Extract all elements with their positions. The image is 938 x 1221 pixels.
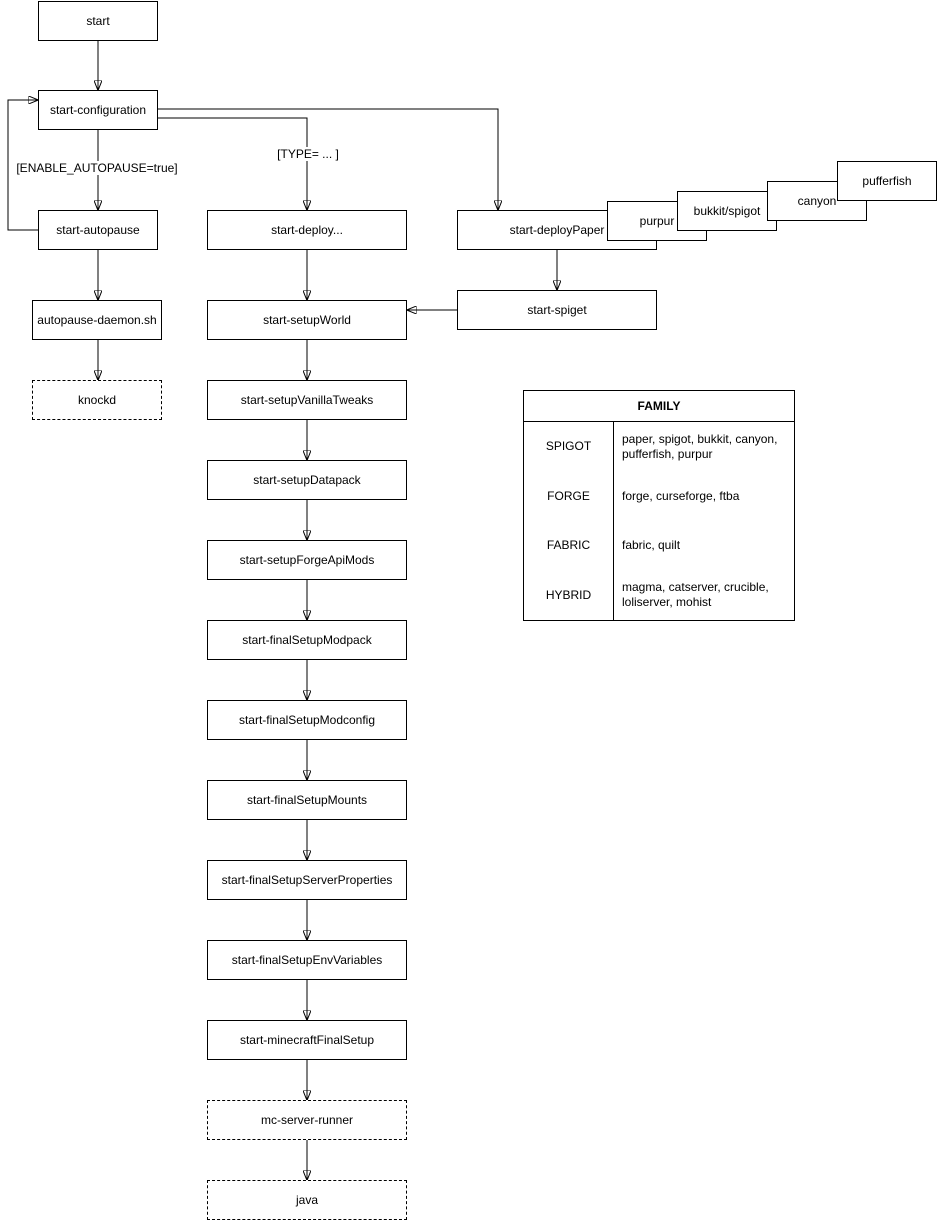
family-table: FAMILY SPIGOT FORGE FABRIC HYBRID paper,… [523, 390, 795, 621]
family-row-label: HYBRID [545, 587, 592, 602]
family-row-label: FORGE [547, 488, 590, 503]
family-row-members: paper, spigot, bukkit, canyon, pufferfis… [622, 431, 778, 461]
node-start-minecraftfinalsetup: start-minecraftFinalSetup [207, 1020, 407, 1060]
edge-configuration-to-deploy [158, 117, 307, 210]
node-start-finalsetupmodconfig: start-finalSetupModconfig [207, 700, 407, 740]
edge-label-enable-autopause: [ENABLE_AUTOPAUSE=true] [15, 161, 179, 175]
family-row-members: magma, catserver, crucible, loliserver, … [622, 580, 769, 610]
node-start-autopause: start-autopause [38, 210, 158, 250]
node-canyon: canyon [767, 181, 867, 221]
edge-label-type: [TYPE= ... ] [276, 147, 340, 161]
node-autopause-daemon-sh: autopause-daemon.sh [32, 300, 162, 340]
edge-configuration-to-deploypaper [158, 108, 498, 210]
node-start-setupworld: start-setupWorld [207, 300, 407, 340]
node-mc-server-runner: mc-server-runner [207, 1100, 407, 1140]
family-table-family-column: SPIGOT FORGE FABRIC HYBRID [524, 422, 614, 620]
node-start: start [38, 1, 158, 41]
node-start-finalsetupenvvariables: start-finalSetupEnvVariables [207, 940, 407, 980]
family-table-title: FAMILY [524, 391, 794, 422]
node-pufferfish: pufferfish [837, 161, 937, 201]
node-start-finalsetupmounts: start-finalSetupMounts [207, 780, 407, 820]
family-row-label: FABRIC [546, 538, 591, 553]
node-start-spiget: start-spiget [457, 290, 657, 330]
node-start-setupdatapack: start-setupDatapack [207, 460, 407, 500]
family-row-members: forge, curseforge, ftba [622, 488, 740, 503]
node-start-setupforgeapimods: start-setupForgeApiMods [207, 540, 407, 580]
family-table-members-column: paper, spigot, bukkit, canyon, pufferfis… [614, 422, 794, 620]
node-start-configuration: start-configuration [38, 90, 158, 130]
node-start-setupvanillatweaks: start-setupVanillaTweaks [207, 380, 407, 420]
node-knockd: knockd [32, 380, 162, 420]
node-start-finalsetupmodpack: start-finalSetupModpack [207, 620, 407, 660]
node-bukkit-spigot: bukkit/spigot [677, 191, 777, 231]
family-table-body: SPIGOT FORGE FABRIC HYBRID paper, spigot… [524, 422, 794, 620]
node-start-deploy: start-deploy... [207, 210, 407, 250]
node-java: java [207, 1180, 407, 1220]
node-start-finalsetupserverproperties: start-finalSetupServerProperties [207, 860, 407, 900]
family-row-label: SPIGOT [545, 439, 592, 454]
family-row-members: fabric, quilt [622, 538, 681, 553]
edge-autopause-loop-to-configuration [7, 100, 38, 231]
